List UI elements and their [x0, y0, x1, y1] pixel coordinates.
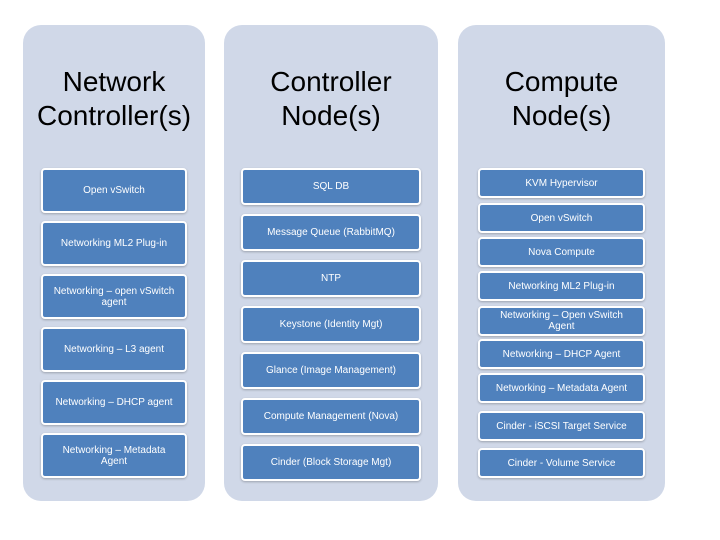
column-controller-nodes: Controller Node(s) SQL DB Message Queue … — [224, 25, 438, 501]
component-box: Compute Management (Nova) — [241, 398, 421, 435]
component-box: Networking – DHCP agent — [41, 380, 187, 425]
column-title: Compute Node(s) — [504, 66, 619, 131]
component-box: Message Queue (RabbitMQ) — [241, 214, 421, 251]
component-box: Networking ML2 Plug-in — [478, 271, 645, 301]
component-box: KVM Hypervisor — [478, 168, 645, 198]
component-box: Cinder - Volume Service — [478, 448, 645, 478]
component-box: Nova Compute — [478, 237, 645, 267]
component-box: Keystone (Identity Mgt) — [241, 306, 421, 343]
component-box: Networking – Open vSwitch Agent — [478, 306, 645, 336]
component-box: Networking – L3 agent — [41, 327, 187, 372]
component-box: Networking – DHCP Agent — [478, 339, 645, 369]
column-title: Controller Node(s) — [270, 66, 392, 131]
component-box: Glance (Image Management) — [241, 352, 421, 389]
component-box: NTP — [241, 260, 421, 297]
column-compute-nodes: Compute Node(s) KVM Hypervisor Open vSwi… — [458, 25, 665, 501]
column-title: Network Controller(s) — [36, 66, 192, 131]
component-box: Cinder (Block Storage Mgt) — [241, 444, 421, 481]
component-box: Cinder - iSCSI Target Service — [478, 411, 645, 441]
column-network-controllers: Network Controller(s) Open vSwitch Netwo… — [23, 25, 205, 501]
component-box: Networking ML2 Plug-in — [41, 221, 187, 266]
component-box: Open vSwitch — [41, 168, 187, 213]
component-box: Open vSwitch — [478, 203, 645, 233]
component-box: Networking – open vSwitch agent — [41, 274, 187, 319]
component-box: Networking – Metadata Agent — [478, 373, 645, 403]
component-box: SQL DB — [241, 168, 421, 205]
component-box: Networking – Metadata Agent — [41, 433, 187, 478]
